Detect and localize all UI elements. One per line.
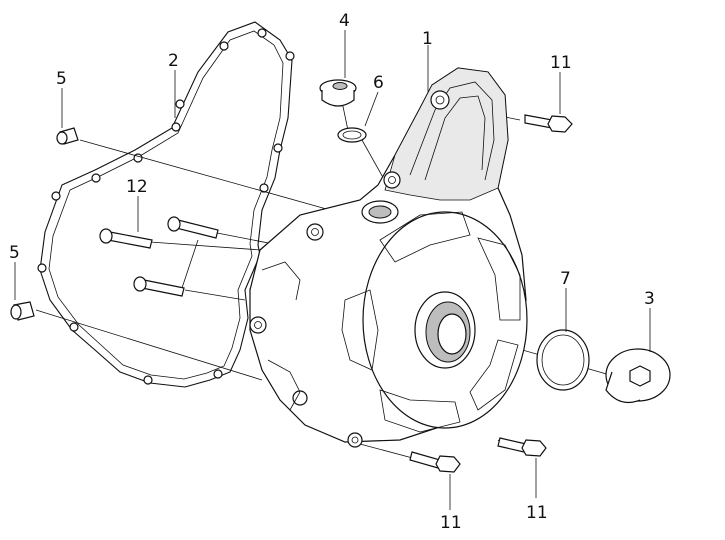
long-bolt-3	[133, 276, 185, 297]
callout-6: 6	[373, 73, 384, 93]
callout-12: 12	[126, 177, 148, 197]
callout-3: 3	[644, 289, 655, 309]
flange-bolt-lower-left	[409, 451, 461, 473]
callout-5-lower: 5	[9, 243, 20, 263]
dowel-pin-lower	[10, 301, 35, 321]
filler-cap	[319, 79, 357, 107]
long-bolt-2	[167, 216, 219, 239]
callout-7: 7	[560, 269, 571, 289]
plug-cap	[605, 348, 671, 403]
callout-1: 1	[422, 29, 433, 49]
callout-labels: 1 2 3 4 5 5 6 7 11 11 11 12	[9, 11, 655, 533]
callout-5-upper: 5	[56, 69, 67, 89]
callout-11-upper: 11	[550, 53, 572, 73]
callout-4: 4	[339, 11, 350, 31]
flange-bolt-upper	[524, 114, 573, 133]
callout-2: 2	[168, 51, 179, 71]
gasket-bolt-holes	[37, 28, 295, 385]
o-ring-small	[337, 127, 367, 143]
flange-bolt-lower-right	[497, 437, 547, 457]
dowel-pin-upper	[56, 127, 79, 145]
long-bolt-1	[99, 228, 153, 249]
stator-cover	[249, 67, 528, 448]
callout-11-lower-right: 11	[526, 503, 548, 523]
callout-11-lower-left: 11	[440, 513, 462, 533]
o-ring-large	[536, 329, 590, 391]
gasket	[37, 21, 295, 388]
